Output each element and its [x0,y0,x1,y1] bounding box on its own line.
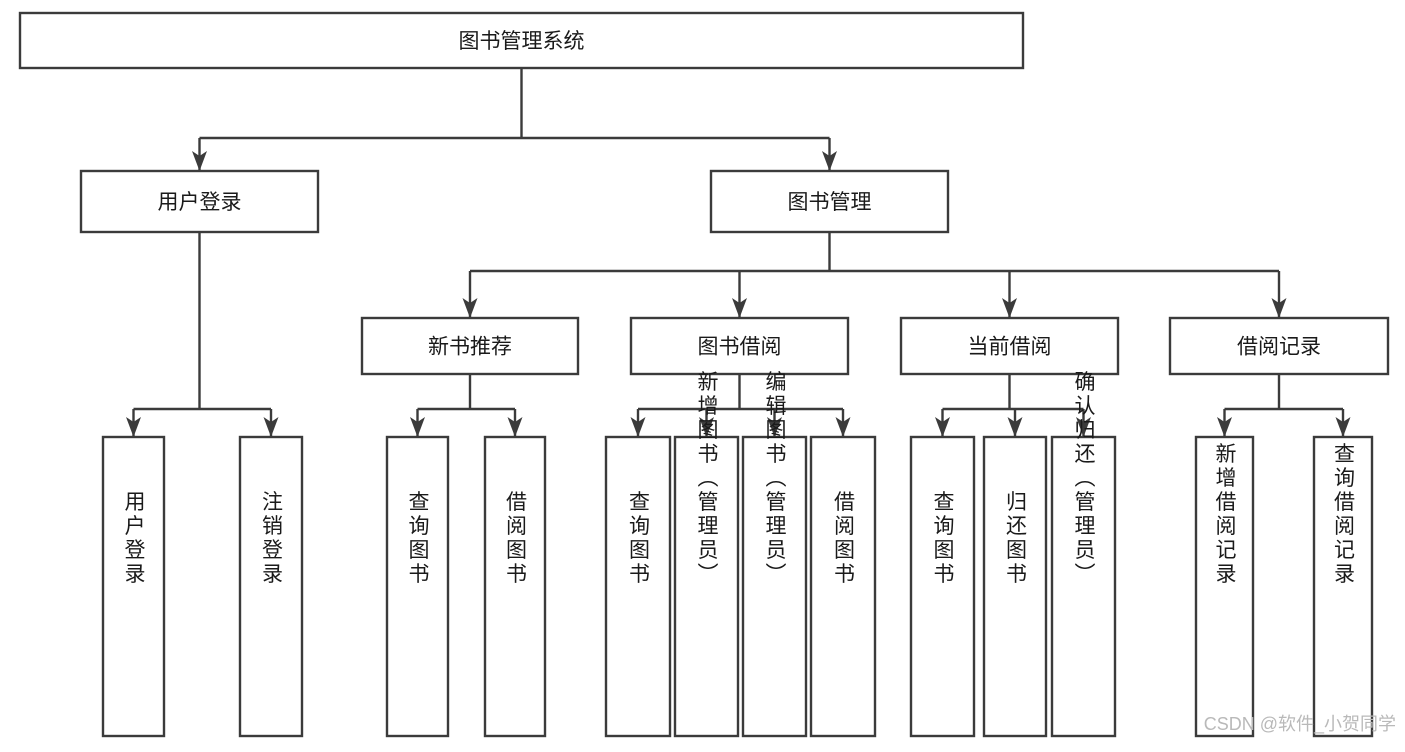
node-leaf-query-record-shape [1312,435,1374,738]
arrow-head-icon [192,151,207,171]
arrow-head-icon [1271,298,1287,318]
node-borrow-record-shape [1168,316,1390,376]
arrow-head-icon [1217,417,1232,437]
node-leaf-borrow-book-2-label: 借阅图书 [832,491,856,587]
arrow-head-icon [410,417,425,437]
node-new-book-recommend[interactable]: 新书推荐 [360,316,580,376]
arrow-head-icon [126,417,141,437]
node-leaf-add-book[interactable]: 新增图书（管理员） [673,371,740,738]
node-current-borrow-shape [899,316,1120,376]
connector-layer [126,68,1351,437]
arrow-head-icon [822,151,837,171]
node-leaf-add-record-shape [1194,435,1255,738]
arrow-head-icon [1002,298,1017,318]
node-book-manage-label: 图书管理 [788,191,872,214]
node-book-manage-shape [709,169,950,234]
node-leaf-confirm-return-label: 确认归还（管理员） [1072,371,1096,587]
node-book-borrow-shape [629,316,850,376]
node-root-book-management-system-label: 图书管理系统 [459,30,585,53]
node-current-borrow[interactable]: 当前借阅 [899,316,1120,376]
node-leaf-edit-book-shape [741,435,808,738]
node-user-login-shape [79,169,320,234]
node-leaf-logout-login-label: 注销登录 [260,491,284,587]
node-user-login[interactable]: 用户登录 [79,169,320,234]
node-borrow-record[interactable]: 借阅记录 [1168,316,1390,376]
node-book-borrow[interactable]: 图书借阅 [629,316,850,376]
node-leaf-confirm-return-shape [1050,435,1117,738]
node-leaf-borrow-book-1-label: 借阅图书 [504,491,528,587]
node-user-login-label: 用户登录 [158,191,242,214]
node-leaf-query-book-3-shape [909,435,976,738]
node-leaf-return-book-shape [982,435,1048,738]
node-layer: 图书管理系统用户登录图书管理新书推荐图书借阅当前借阅借阅记录用户登录注销登录查询… [18,11,1390,738]
arrow-head-icon [935,417,950,437]
arrow-head-icon [767,417,782,437]
node-leaf-query-record-label: 查询借阅记录 [1332,443,1356,587]
node-leaf-borrow-book-1-shape [483,435,547,738]
node-leaf-query-book-2-shape [604,435,672,738]
arrow-head-icon [507,417,523,437]
node-leaf-query-book-3-label: 查询图书 [931,491,955,587]
arrow-head-icon [732,298,747,318]
node-leaf-return-book-label: 归还图书 [1004,491,1028,587]
node-leaf-add-record[interactable]: 新增借阅记录 [1194,435,1255,738]
node-leaf-user-login-shape [101,435,166,738]
arrow-head-icon [1007,417,1023,437]
arrow-head-icon [1076,417,1091,437]
node-leaf-borrow-book-2-shape [809,435,877,738]
node-root-book-management-system[interactable]: 图书管理系统 [18,11,1025,70]
node-book-manage[interactable]: 图书管理 [709,169,950,234]
node-book-borrow-label: 图书借阅 [698,336,782,359]
node-root-book-management-system-shape [18,11,1025,70]
node-leaf-logout-login[interactable]: 注销登录 [238,435,304,738]
csdn-watermark: CSDN @软件_小贺同学 [1204,714,1396,735]
node-new-book-recommend-shape [360,316,580,376]
node-leaf-query-book-1-shape [385,435,450,738]
node-leaf-query-book-2[interactable]: 查询图书 [604,435,672,738]
node-leaf-borrow-book-2[interactable]: 借阅图书 [809,435,877,738]
arrow-head-icon [835,417,851,437]
arrow-head-icon [699,417,714,437]
node-leaf-borrow-book-1[interactable]: 借阅图书 [483,435,547,738]
node-leaf-edit-book[interactable]: 编辑图书（管理员） [741,371,808,738]
node-leaf-add-book-shape [673,435,740,738]
node-current-borrow-label: 当前借阅 [968,336,1052,359]
node-leaf-user-login-label: 用户登录 [122,491,146,587]
arrow-head-icon [263,417,279,437]
arrow-head-icon [1335,417,1351,437]
node-leaf-query-book-2-label: 查询图书 [627,491,651,587]
node-leaf-query-record[interactable]: 查询借阅记录 [1312,435,1374,738]
node-borrow-record-label: 借阅记录 [1237,336,1321,359]
node-leaf-query-book-3[interactable]: 查询图书 [909,435,976,738]
node-leaf-logout-login-shape [238,435,304,738]
node-leaf-add-book-label: 新增图书（管理员） [695,371,719,587]
arrow-head-icon [630,417,646,437]
node-leaf-query-book-1-label: 查询图书 [406,491,430,587]
node-leaf-query-book-1[interactable]: 查询图书 [385,435,450,738]
node-leaf-confirm-return[interactable]: 确认归还（管理员） [1050,371,1117,738]
node-leaf-user-login[interactable]: 用户登录 [101,435,166,738]
node-leaf-add-record-label: 新增借阅记录 [1213,443,1237,587]
node-leaf-return-book[interactable]: 归还图书 [982,435,1048,738]
arrow-head-icon [462,298,478,318]
node-new-book-recommend-label: 新书推荐 [428,336,512,359]
node-leaf-edit-book-label: 编辑图书（管理员） [763,371,787,587]
